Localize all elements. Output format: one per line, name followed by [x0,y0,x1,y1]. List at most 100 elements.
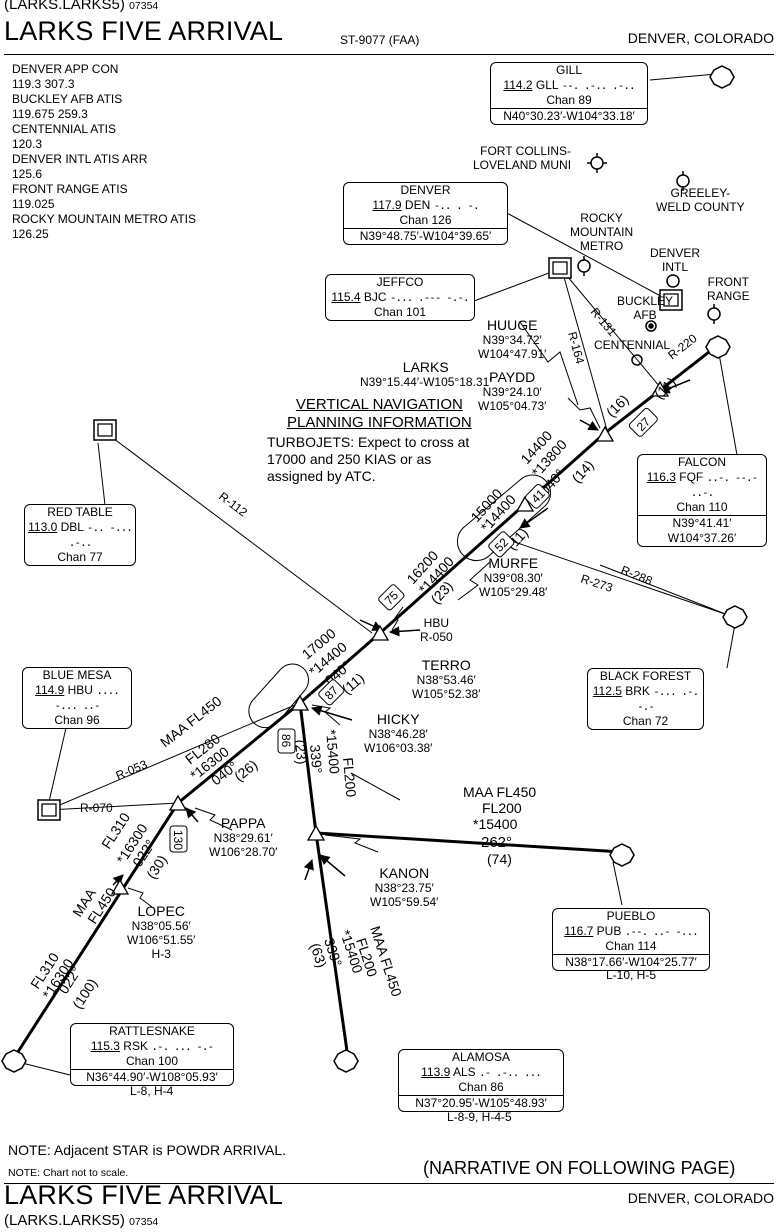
route-kanon-hicky [298,702,318,834]
pueblo-leader [612,861,623,906]
rocky-mountain-label: ROCKY MOUNTAIN METRO [570,211,634,253]
footer-location: DENVER, COLORADO [627,1190,774,1206]
r070-label: R-070 [80,801,113,815]
footer-rule [4,1183,774,1184]
fort-collins-airport [590,156,604,170]
red-table-navaid-box: RED TABLE 113.0 DBL -.. -... .-.. Chan 7… [24,504,136,566]
red-table-leader [97,442,106,506]
route-terro-paydd [379,431,606,635]
pueblo-vortac [609,843,635,867]
denver-intl-airport [666,274,680,288]
svg-text:FL200: FL200 [340,757,359,798]
svg-text:(26): (26) [231,756,260,784]
lopec-fix [110,878,130,895]
narrative-note: (NARRATIVE ON FOLLOWING PAGE) [423,1158,736,1178]
chart-title: LARKS FIVE ARRIVAL [4,16,284,46]
alamosa-navaid-box: ALAMOSA 113.9 ALS .- .-.. ... Chan 86 N3… [398,1049,564,1112]
rattlesnake-vortac [1,1049,27,1073]
r220-label: R-220 [665,331,700,362]
svg-text:*15400: *15400 [473,816,518,832]
terro-fix [370,624,390,641]
kanon-fix [306,824,326,841]
r164-line [561,269,608,431]
r112-label: R-112 [216,489,250,520]
note-not-to-scale: NOTE: Chart not to scale. [8,1167,129,1179]
chart-id: ST-9077 (FAA) [340,33,420,47]
pueblo-navaid-box: PUEBLO 116.7 PUB .--. ..- -... Chan 114 … [552,908,710,971]
r288-label: R-288 [619,563,655,588]
svg-text:(23): (23) [292,739,310,765]
svg-text:86: 86 [279,734,293,748]
alamosa-vortac [333,1049,359,1073]
black-forest-vortac [722,605,748,629]
blue-mesa-navaid-box: BLUE MESA 114.9 HBU .... -... ..- Chan 9… [22,667,132,729]
falcon-navaid-box: FALCON 116.3 FQF ..-. --.- ..-. Chan 110… [637,454,767,547]
chart-location: DENVER, COLORADO [627,30,774,46]
svg-text:339°: 339° [307,744,325,774]
footer-title: LARKS FIVE ARRIVAL [4,1180,284,1210]
denver-radial-line [504,211,669,301]
route-alamosa-kanon [314,832,350,1059]
pappa-fix [168,794,188,811]
front-range-airport [707,307,721,321]
r070-line [47,802,179,811]
r053-label: R-053 [114,757,150,783]
r273-label: R-273 [579,572,615,596]
blue-mesa-leader [47,727,67,807]
svg-text:262°: 262° [481,834,512,851]
murfe-fix [515,495,535,512]
svg-text:MAA FL450: MAA FL450 [463,784,536,800]
gill-vortac [709,65,735,89]
svg-text:(63): (63) [307,941,330,970]
denver-navaid-box: DENVER 117.9 DEN -.. . -. Chan 126 N39°4… [343,182,508,245]
svg-text:130: 130 [171,830,185,850]
buckley-label: BUCKLEY AFB [617,294,674,322]
falcon-leader [717,347,738,456]
jeffco-navaid-box: JEFFCO 115.4 BJC -... .--- -.-. Chan 101 [325,274,475,321]
black-forest-leader [726,623,736,669]
note-adjacent-star: NOTE: Adjacent STAR is POWDR ARRIVAL. [8,1142,286,1158]
vnav-title: VERTICAL NAVIGATION PLANNING INFORMATION [287,396,472,431]
pueblo-charts: L-10, H-5 [606,968,657,982]
r112-line [104,431,373,634]
route-hicky-terro [299,631,381,705]
alamosa-charts: L-8-9, H-4-5 [447,1110,512,1124]
footer-code: (LARKS.LARKS5) 07354 [4,1212,159,1229]
hold-hicky [248,663,309,729]
huuge-fix [650,380,670,397]
rattlesnake-charts: L-8, H-4 [130,1084,174,1098]
r131-line [561,269,661,388]
alamosa-leader [350,772,401,801]
hold-murfe [456,474,551,562]
falcon-vortac [705,335,731,359]
svg-text:*15400: *15400 [323,729,343,775]
greeley-label: GREELEY- WELD COUNTY [656,186,745,214]
r131-label: R-131 [588,305,620,339]
route-pueblo-kanon [315,831,623,854]
centennial-airport [631,354,643,366]
black-forest-navaid-box: BLACK FOREST 112.5 BRK -... .-. -.- Chan… [587,668,704,730]
rattlesnake-navaid-box: RATTLESNAKE 115.3 RSK .-. ... -.- Chan 1… [70,1023,234,1086]
rocky-mountain-airport [577,259,591,273]
header-rule [4,54,774,55]
black-forest-to-falcon-r288 [599,564,729,616]
svg-text:FL200: FL200 [482,800,522,816]
centennial-label: CENTENNIAL [594,338,671,352]
jeffco-leader [473,269,558,302]
chart-code: (LARKS.LARKS5) 07354 [4,0,159,13]
denver-intl-label: DENVER INTL [650,246,701,274]
front-range-label: FRONT RANGE [707,275,750,303]
r273-line [499,536,729,616]
hicky-fix [290,694,310,711]
